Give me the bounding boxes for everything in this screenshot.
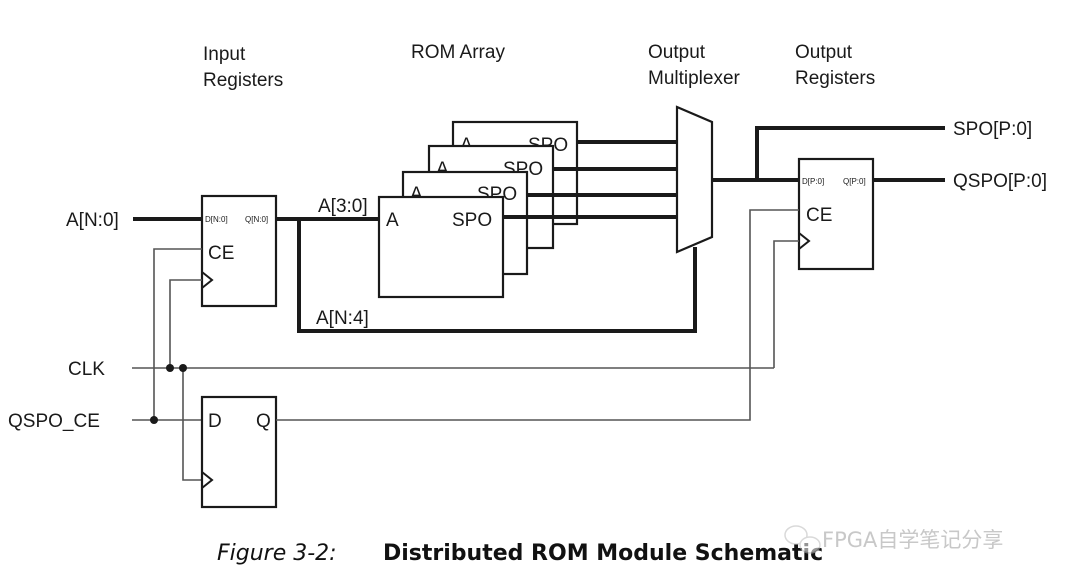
ce-flipflop-block [200, 395, 278, 509]
clk-to-output-register-wire [773, 240, 799, 368]
watermark-text: FPGA自学笔记分享 [822, 528, 1003, 552]
output-multiplexer [675, 105, 714, 254]
ce-flipflop-d-port: D [208, 411, 222, 432]
ce-flipflop-clock-icon [201, 471, 214, 489]
qspo-ce-label: QSPO_CE [8, 411, 100, 432]
qspo-ce-junction [150, 416, 158, 424]
output-register-block [797, 157, 875, 271]
address-high-wire [297, 219, 697, 333]
input-register-ce-port: CE [208, 243, 234, 264]
address-low-label: A[3:0] [318, 196, 368, 217]
clk-junction-2 [179, 364, 187, 372]
output-register-clock-icon [798, 232, 811, 250]
input-registers-label-1: Input [203, 44, 246, 65]
ce-flipflop-q-port: Q [256, 411, 271, 432]
clk-label: CLK [68, 359, 105, 380]
figure-number: Figure 3-2: [217, 541, 337, 566]
rom-block-1-a-port: A [386, 210, 399, 231]
rom-block-1: A SPO [377, 195, 505, 299]
input-register-clock-icon [201, 271, 214, 289]
qspo-output-label: QSPO[P:0] [953, 171, 1047, 192]
input-register-ce-wire [153, 248, 202, 420]
output-registers-label-2: Registers [795, 68, 875, 89]
output-register-d-port: D[P:0] [802, 177, 824, 186]
registered-ce-wire [276, 209, 799, 421]
wechat-icon [784, 525, 821, 554]
address-in-label: A[N:0] [66, 210, 119, 231]
ce-flipflop-clk-wire [182, 368, 202, 481]
input-register-q-port: Q[N:0] [245, 215, 268, 224]
clk-junction-1 [166, 364, 174, 372]
rom-block-1-spo-port: SPO [452, 210, 492, 231]
input-register-d-port: D[N:0] [205, 215, 228, 224]
input-register-block [200, 194, 278, 308]
figure-title: Distributed ROM Module Schematic [383, 541, 823, 566]
spo-output-label: SPO[P:0] [953, 119, 1032, 140]
input-registers-label-2: Registers [203, 70, 283, 91]
spo-output-wire [755, 126, 945, 180]
output-registers-label-1: Output [795, 42, 853, 63]
output-register-q-port: Q[P:0] [843, 177, 866, 186]
rom-array-label: ROM Array [411, 42, 505, 63]
output-multiplexer-label-2: Multiplexer [648, 68, 741, 89]
output-multiplexer-label-1: Output [648, 42, 706, 63]
output-register-ce-port: CE [806, 205, 832, 226]
input-register-clk-wire [169, 279, 202, 368]
address-high-label: A[N:4] [316, 308, 369, 329]
